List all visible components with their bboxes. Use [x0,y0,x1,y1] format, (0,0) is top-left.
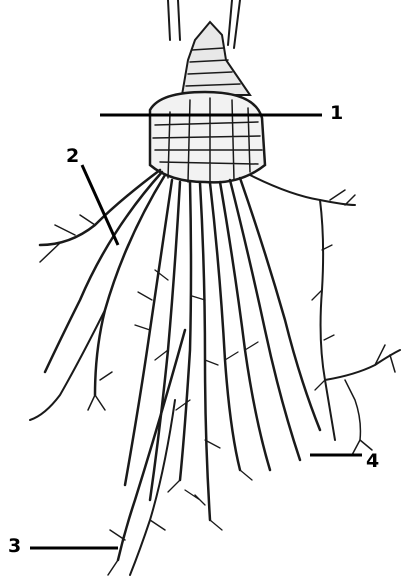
stem [168,0,250,95]
fibrous-roots [30,170,400,575]
label-1: 1 [330,104,343,123]
label-4: 4 [366,452,379,471]
leader-line-2 [82,165,118,245]
label-3: 3 [8,537,21,556]
crown [150,92,265,182]
label-2: 2 [66,147,79,166]
